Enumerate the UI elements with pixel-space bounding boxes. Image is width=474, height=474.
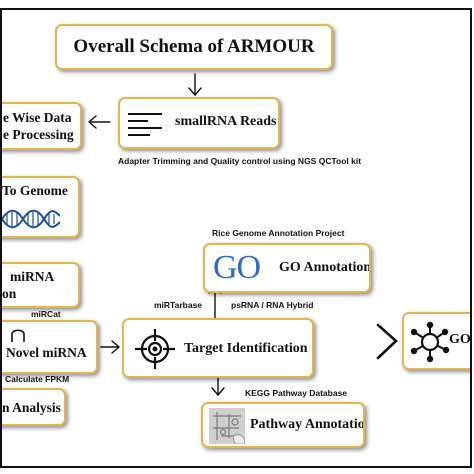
reads-label: smallRNA Reads <box>175 114 277 129</box>
flow-arrows <box>87 73 398 397</box>
title-box: Overall Schema of ARMOUR <box>55 24 333 70</box>
rice-genome-caption: Rice Genome Annotation Project <box>212 228 345 238</box>
pathway-annotation-label: Pathway Annotation <box>250 417 365 432</box>
go-logo-icon: GO <box>213 249 261 286</box>
target-identification-box: Target Identification <box>122 318 314 378</box>
preprocessing-label-line2: e Processing <box>3 127 74 142</box>
arrow-icon <box>188 87 202 97</box>
diagram-frame: Overall Schema of ARMOUR smallRNA Reads … <box>0 8 472 468</box>
mircat-caption: miRCat <box>31 309 61 319</box>
chevron-right-icon <box>376 323 398 360</box>
known-mirna-label-line1: miRNA <box>10 269 55 284</box>
genome-label: To Genome <box>2 183 68 198</box>
text-lines-icon <box>128 113 162 136</box>
page-title: Overall Schema of ARMOUR <box>73 36 315 57</box>
known-mirna-box: miRNA on <box>2 262 80 308</box>
arrow-icon <box>211 387 225 397</box>
preprocessing-box: e Wise Data e Processing <box>2 102 82 150</box>
arrow-icon <box>87 115 97 129</box>
genome-box: To Genome <box>2 176 80 238</box>
target-identification-label: Target Identification <box>184 341 308 356</box>
quant-analysis-label: n Analysis <box>2 400 61 415</box>
preprocessing-label-line1: e Wise Data <box>3 110 72 125</box>
go-annotation-box: GO GO Annotation <box>203 243 371 293</box>
novel-mirna-label: Novel miRNA <box>6 345 87 360</box>
crosshair-target-icon <box>135 329 175 369</box>
psrna-caption: psRNA / RNA Hybrid <box>231 300 314 310</box>
mirtarbase-caption: miRTarbase <box>154 300 203 310</box>
fpkm-caption: Calculate FPKM <box>5 374 70 384</box>
pathway-annotation-box: Pathway Annotation <box>201 402 365 448</box>
network-node-icon <box>410 321 450 363</box>
novel-mirna-box: Novel miRNA <box>2 320 98 374</box>
adapter-caption: Adapter Trimming and Quality control usi… <box>118 156 362 166</box>
go-enrichment-box: GO & <box>402 312 471 370</box>
go-enrichment-label: GO & <box>449 332 471 347</box>
mirna-hairpin-icon <box>11 329 25 342</box>
kegg-caption: KEGG Pathway Database <box>245 388 348 398</box>
quant-analysis-box: n Analysis <box>2 388 66 426</box>
pathway-map-icon <box>209 408 245 444</box>
reads-box: smallRNA Reads <box>118 97 280 149</box>
known-mirna-label-line2: on <box>2 286 17 301</box>
dna-helix-icon <box>2 209 60 229</box>
go-annotation-label: GO Annotation <box>279 260 371 275</box>
arrow-icon <box>111 340 121 354</box>
